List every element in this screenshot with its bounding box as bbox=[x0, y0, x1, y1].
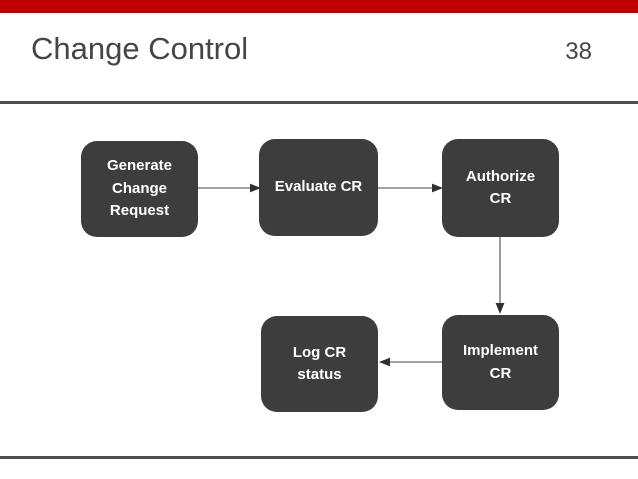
flow-node-authorize-cr: Authorize CR bbox=[442, 139, 559, 237]
flow-node-generate-change-request: Generate Change Request bbox=[81, 141, 198, 237]
arrow-implement-to-log bbox=[379, 357, 442, 367]
arrow-generate-to-evaluate bbox=[198, 183, 261, 193]
title-divider-line bbox=[0, 101, 638, 104]
flow-node-evaluate-cr: Evaluate CR bbox=[259, 139, 378, 236]
page-title: Change Control bbox=[31, 31, 249, 66]
footer-divider-line bbox=[0, 456, 638, 459]
flow-node-implement-cr: Implement CR bbox=[442, 315, 559, 410]
arrow-authorize-to-implement bbox=[495, 237, 505, 314]
flow-node-log-cr-status: Log CR status bbox=[261, 316, 378, 412]
arrow-evaluate-to-authorize bbox=[378, 183, 443, 193]
top-accent-bar bbox=[0, 0, 638, 13]
slide-number: 38 bbox=[565, 38, 592, 65]
